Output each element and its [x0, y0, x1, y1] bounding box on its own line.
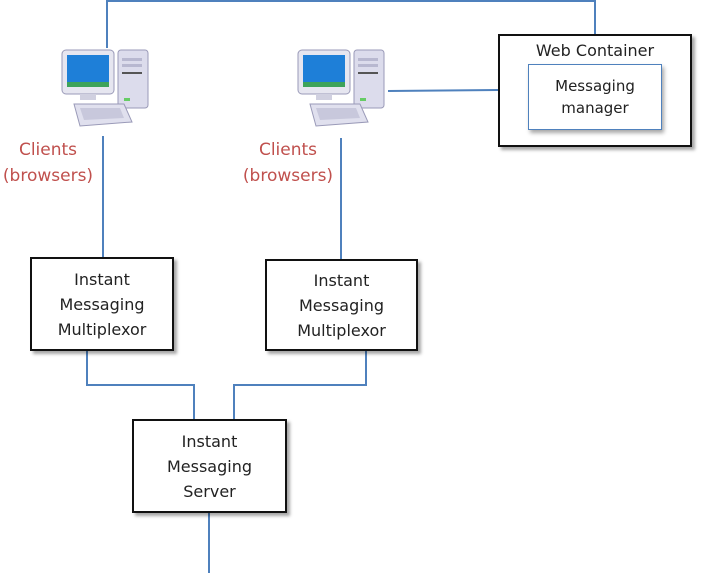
box-line1: Instant — [74, 269, 130, 289]
connector-client2-webcontainer — [387, 89, 499, 92]
box-line3: Server — [183, 481, 236, 501]
connector-mux2-server — [233, 351, 367, 420]
client-label-line1: Clients — [258, 140, 318, 160]
box-line2: Messaging — [298, 295, 385, 315]
connector-client1-webcontainer — [106, 0, 596, 48]
client-label-line2: (browsers) — [242, 166, 334, 186]
box-line1: Instant — [313, 270, 370, 290]
messaging-manager-line1: Messaging — [555, 77, 635, 95]
multiplexor-box-2: Instant Messaging Multiplexor — [265, 259, 418, 351]
multiplexor-box-1: Instant Messaging Multiplexor — [30, 257, 174, 351]
box-line3: Multiplexor — [57, 319, 147, 339]
connector-mux1-server — [86, 351, 195, 420]
box-line3: Multiplexor — [297, 320, 386, 340]
web-container-box: Web Container Messaging manager — [498, 34, 692, 147]
desktop-computer-icon — [297, 49, 385, 127]
box-line1: Instant — [181, 431, 238, 451]
client-label-1: Clients (browsers) — [0, 137, 96, 189]
client-label-line1: Clients — [18, 140, 78, 160]
client-label-line2: (browsers) — [2, 166, 94, 186]
messaging-manager-line2: manager — [561, 99, 629, 117]
box-line2: Messaging — [59, 294, 145, 314]
messaging-manager-box: Messaging manager — [528, 64, 662, 130]
box-line2: Messaging — [166, 456, 253, 476]
web-container-title: Web Container — [535, 41, 655, 60]
server-box: Instant Messaging Server — [132, 419, 287, 513]
client-label-2: Clients (browsers) — [240, 137, 336, 189]
desktop-computer-icon — [61, 49, 149, 127]
